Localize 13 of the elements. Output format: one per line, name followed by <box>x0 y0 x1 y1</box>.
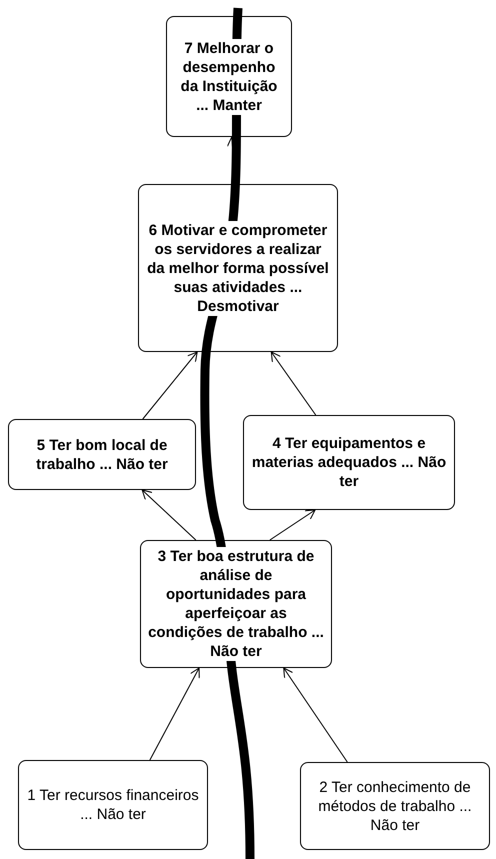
arrow <box>270 352 316 416</box>
concept-box <box>243 415 455 510</box>
arrow <box>269 510 316 540</box>
concept-box <box>166 16 292 137</box>
concept-box <box>300 762 490 850</box>
concept-box <box>140 540 332 668</box>
concept-box <box>138 184 338 352</box>
arrow <box>149 668 200 760</box>
arrow <box>142 490 196 540</box>
arrow <box>283 668 348 762</box>
concept-box <box>8 419 196 490</box>
concept-box <box>18 760 208 850</box>
arrow <box>142 352 198 420</box>
